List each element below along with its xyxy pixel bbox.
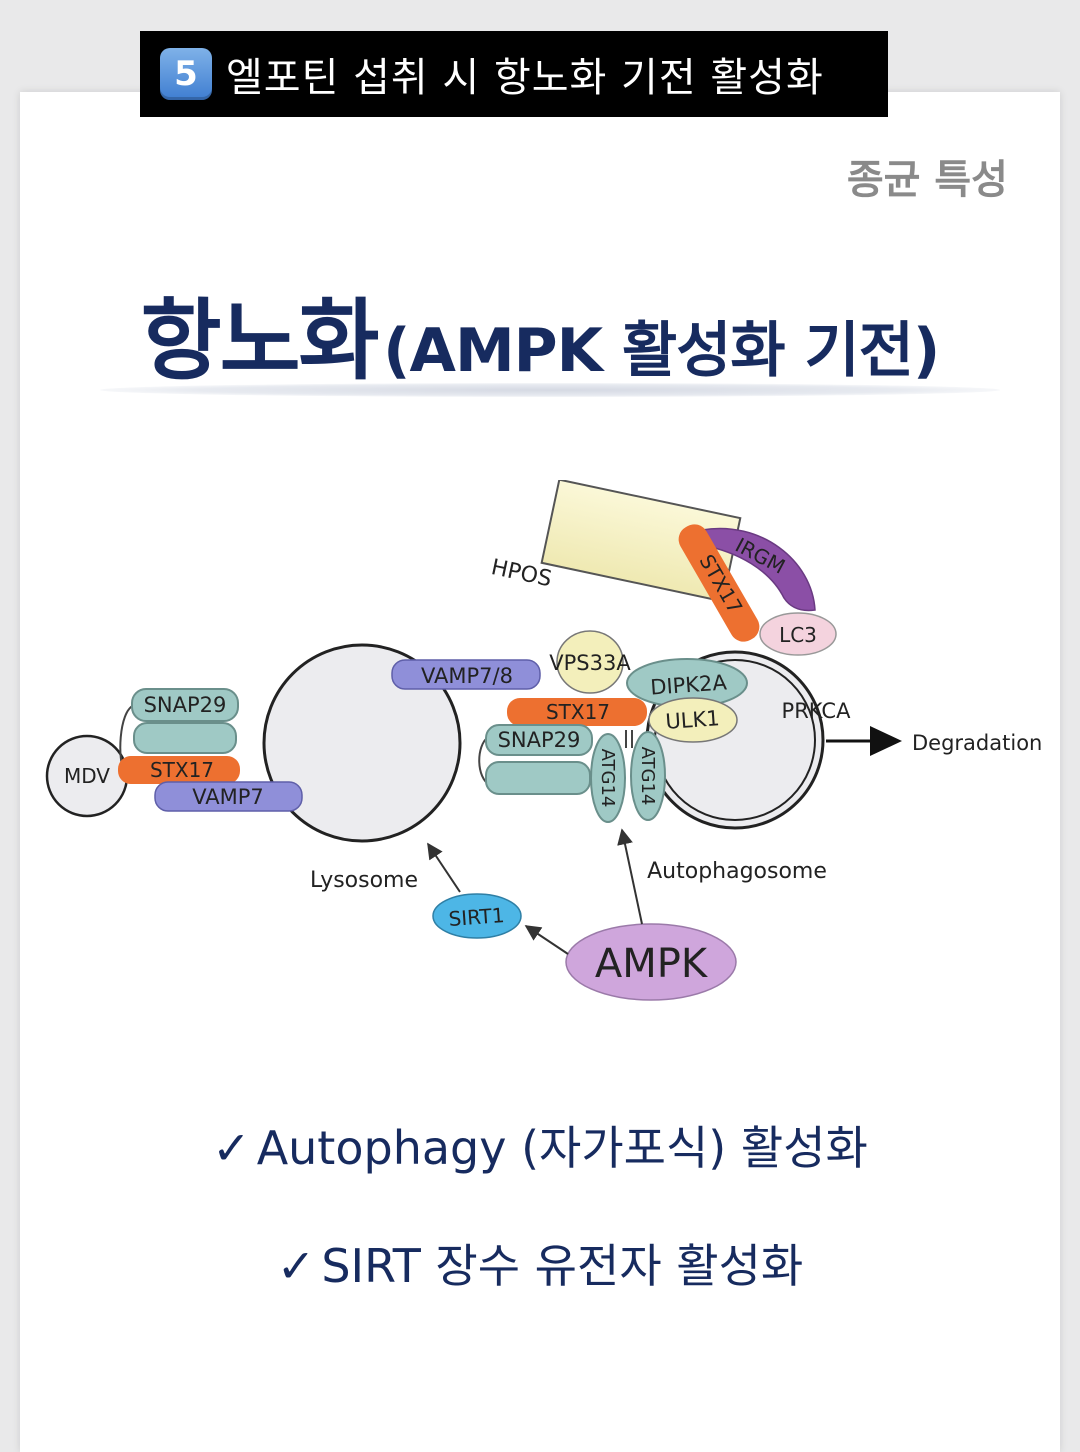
ampk-mechanism-diagram: MDV SNAP29 STX17 VAMP7 Lysosome HPOS VAM… <box>45 480 1042 1001</box>
vps33a-shape <box>556 630 624 694</box>
degradation-arrow-head <box>870 726 902 756</box>
irgm-shape <box>701 527 816 612</box>
vamp78-label: VAMP7/8 <box>421 664 513 688</box>
section-label: 종균 특성 <box>846 157 1008 203</box>
bullet-autophagy: ✓Autophagy (자가포식) 활성화 <box>0 1112 1080 1178</box>
lysosome-label: Lysosome <box>310 868 418 893</box>
sirt1-shape <box>432 893 522 939</box>
page-title: 항노화 (AMPK 활성화 기전) <box>0 270 1080 397</box>
step-banner: 5 엘포틴 섭취 시 항노화 기전 활성화 <box>140 31 888 117</box>
vamp78-shape <box>391 659 541 690</box>
stx17-left-label: STX17 <box>150 758 214 782</box>
stx17-left-shape <box>118 756 240 784</box>
atg14-a-shape <box>590 733 626 823</box>
stx17-top-shape <box>678 524 760 642</box>
lc3-shape <box>759 612 837 656</box>
vps33a-label: VPS33A <box>549 651 631 675</box>
check-icon: ✓ <box>276 1239 316 1293</box>
ulk1-label: ULK1 <box>665 706 721 734</box>
ampk-label: AMPK <box>595 941 709 987</box>
atg14-b-label: ATG14 <box>637 747 658 806</box>
degradation-label: Degradation <box>912 731 1042 755</box>
prkca-label: PRKCA <box>782 699 852 723</box>
arrow-ampk-to-atg14 <box>617 828 643 925</box>
lysosome-circle <box>262 643 462 843</box>
title-underline <box>100 383 1000 397</box>
snap29-left-label: SNAP29 <box>144 693 227 717</box>
snap29-left-shape <box>131 688 239 722</box>
bullet-sirt: ✓SIRT 장수 유전자 활성화 <box>0 1230 1080 1296</box>
dipk2a-label: DIPK2A <box>650 670 729 699</box>
vamp7-label: VAMP7 <box>192 785 264 809</box>
stx17-mid-label: STX17 <box>546 700 610 724</box>
title-main: 항노화 <box>140 289 380 392</box>
sirt1-label: SIRT1 <box>448 903 506 931</box>
atg14-a-label: ATG14 <box>597 749 618 808</box>
arrow-ampk-to-sirt1 <box>524 925 569 955</box>
atg14-b-shape <box>630 731 666 821</box>
snap29-mid-label: SNAP29 <box>498 728 581 752</box>
stx17-mid-shape <box>507 698 647 726</box>
number-badge: 5 <box>160 48 212 100</box>
title-sub: (AMPK 활성화 기전) <box>383 316 940 386</box>
banner-text: 엘포틴 섭취 시 항노화 기전 활성화 <box>226 55 824 101</box>
snap29-mid-body <box>485 761 591 795</box>
ulk1-shape <box>648 697 738 743</box>
bullet-text: SIRT 장수 유전자 활성화 <box>321 1239 804 1293</box>
snap29-left-body <box>133 722 237 754</box>
bullet-text: Autophagy (자가포식) 활성화 <box>256 1121 868 1175</box>
lc3-label: LC3 <box>779 623 817 647</box>
mdv-label: MDV <box>64 764 110 788</box>
autophagosome-label: Autophagosome <box>647 859 827 884</box>
hpos-box <box>540 480 742 603</box>
check-icon: ✓ <box>212 1121 251 1175</box>
arrow-sirt1-to-lysosome <box>427 842 461 893</box>
ampk-shape <box>565 923 737 1001</box>
vamp7-shape <box>154 781 303 812</box>
snap29-mid-shape <box>485 724 593 756</box>
